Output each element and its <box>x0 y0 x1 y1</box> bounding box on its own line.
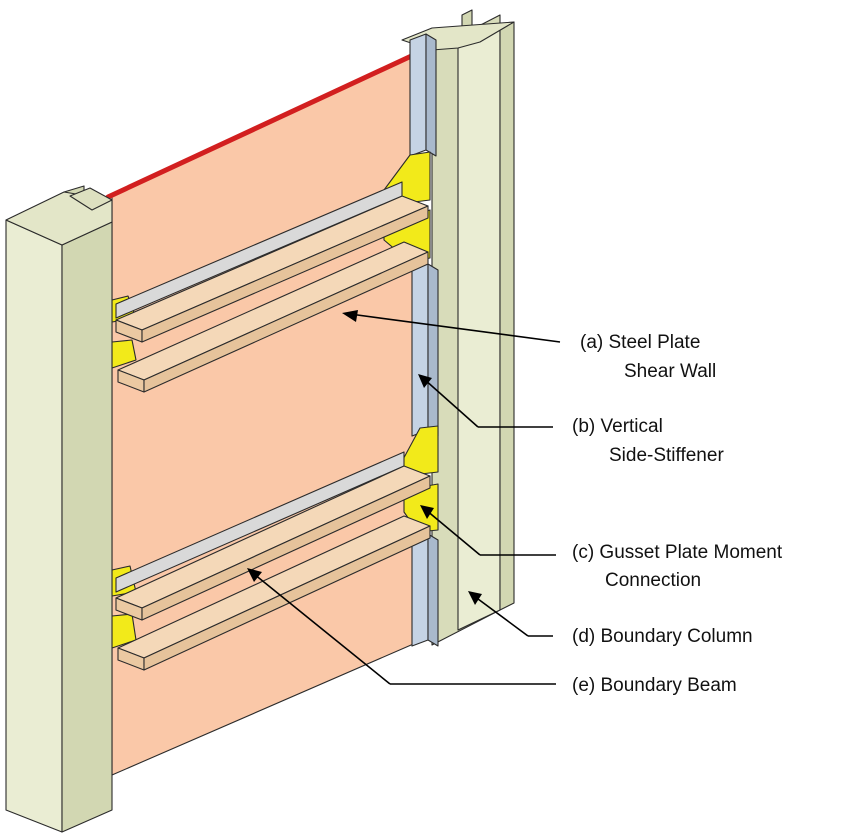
label-c-line2: Connection <box>605 570 701 591</box>
left-boundary-column <box>5 185 113 833</box>
left-column-front-flange <box>5 219 63 833</box>
upper-beam-1-shadow <box>115 181 403 319</box>
arrow-a <box>342 310 358 322</box>
stiffener-middle-side <box>427 263 439 437</box>
label-e-line1: (e) Boundary Beam <box>572 675 737 696</box>
leader-d-diag <box>473 595 529 637</box>
arrow-e <box>247 568 262 582</box>
label-a-line1: (a) Steel Plate <box>580 332 700 353</box>
label-b-line2: Side-Stiffener <box>609 445 724 466</box>
leader-c-diag <box>425 509 481 556</box>
label-a-line2: Shear Wall <box>624 361 716 382</box>
leader-a <box>349 313 561 343</box>
label-b-line1: (b) Vertical <box>572 416 663 437</box>
steel-plate-panel <box>111 51 419 776</box>
leader-b-diag <box>423 378 479 428</box>
arrow-b <box>418 374 432 388</box>
stiffener-upper <box>409 33 427 157</box>
stiffener-upper-side <box>425 33 437 157</box>
upper-beam-1-face <box>141 205 429 343</box>
stiffener-middle <box>411 263 429 437</box>
arrow-c <box>420 505 434 519</box>
arrow-d <box>468 591 482 605</box>
stiffener-lower-side <box>427 533 439 647</box>
left-column-cap-inner <box>69 187 113 211</box>
lower-beam-1-face <box>141 475 431 621</box>
lower-boundary-beams <box>115 451 431 671</box>
vertical-side-stiffeners <box>409 33 439 647</box>
stiffener-lower <box>411 533 429 647</box>
leader-e-diag <box>253 573 391 685</box>
leader-lines <box>247 310 561 685</box>
label-c-line1: (c) Gusset Plate Moment <box>572 542 783 563</box>
plate-top-edge <box>105 49 423 200</box>
upper-boundary-beams <box>115 181 429 393</box>
callout-labels: (a) Steel Plate Shear Wall (b) Vertical … <box>572 332 783 696</box>
label-d-line1: (d) Boundary Column <box>572 626 753 647</box>
left-column-flange-side <box>61 221 113 833</box>
lower-beam-2-face <box>143 525 431 671</box>
right-column-flange-side <box>499 21 515 611</box>
upper-beam-2-face <box>143 251 429 393</box>
